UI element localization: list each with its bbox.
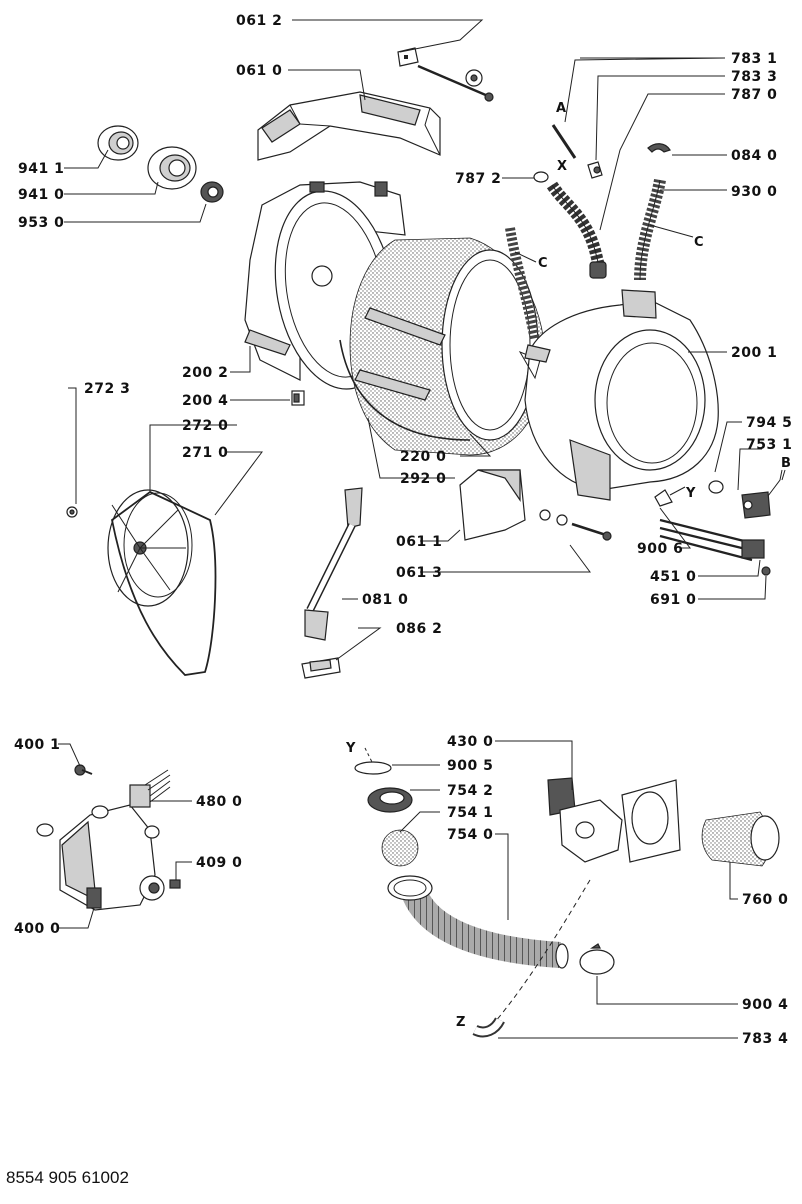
counterweight-top-part <box>257 91 441 161</box>
label-754-2: 754 2 <box>447 783 493 799</box>
bearing-small <box>97 125 139 161</box>
letter-b: B <box>781 456 791 471</box>
motor-connector <box>129 769 171 808</box>
motor-bolt <box>74 764 93 776</box>
letter-a: A <box>556 101 566 116</box>
tub-clip <box>291 390 305 406</box>
label-061-0: 061 0 <box>236 63 282 79</box>
air-tube <box>551 124 577 159</box>
label-292-0: 292 0 <box>400 471 446 487</box>
grommet <box>708 480 724 494</box>
label-783-4: 783 4 <box>742 1031 788 1047</box>
letter-c-right: C <box>694 235 704 250</box>
letter-x: X <box>557 159 567 174</box>
label-061-2: 061 2 <box>236 13 282 29</box>
label-941-1: 941 1 <box>18 161 64 177</box>
bearing-large <box>147 146 197 190</box>
sump-hose <box>387 875 569 969</box>
shock-clip <box>301 657 341 679</box>
label-783-3: 783 3 <box>731 69 777 85</box>
connection-letters: A X C C B Y Y Z <box>345 101 791 1030</box>
vent-hose <box>634 178 666 281</box>
pulley-nut <box>66 506 78 518</box>
label-272-0: 272 0 <box>182 418 228 434</box>
sump-clamp <box>354 761 392 775</box>
label-953-0: 953 0 <box>18 215 64 231</box>
label-271-0: 271 0 <box>182 445 228 461</box>
label-691-0: 691 0 <box>650 592 696 608</box>
drain-pump <box>547 777 681 863</box>
drum-pulley <box>107 489 193 607</box>
label-081-0: 081 0 <box>362 592 408 608</box>
hose-clip <box>647 143 671 153</box>
label-220-0: 220 0 <box>400 449 446 465</box>
label-941-0: 941 0 <box>18 187 64 203</box>
label-900-4: 900 4 <box>742 997 788 1013</box>
label-754-1: 754 1 <box>447 805 493 821</box>
label-787-2: 787 2 <box>455 171 501 187</box>
hose-spring-clamp <box>579 943 615 975</box>
fill-hose <box>505 227 551 363</box>
ntc-sensor <box>741 469 783 519</box>
drain-bellows <box>546 181 607 279</box>
label-900-5: 900 5 <box>447 758 493 774</box>
heater-clip <box>654 489 673 507</box>
label-760-0: 760 0 <box>742 892 788 908</box>
nozzle <box>587 161 603 179</box>
label-086-2: 086 2 <box>396 621 442 637</box>
label-200-4: 200 4 <box>182 393 228 409</box>
hose-clamp-small <box>533 171 549 183</box>
counterweight-bottom-part <box>459 469 526 541</box>
counterweight-fixing-kit <box>397 47 494 102</box>
label-061-1: 061 1 <box>396 534 442 550</box>
label-753-1: 753 1 <box>746 437 792 453</box>
label-409-0: 409 0 <box>196 855 242 871</box>
letter-z: Z <box>456 1015 465 1030</box>
vent-elbow <box>472 1017 505 1038</box>
pump-filter <box>701 811 780 867</box>
letter-c-left: C <box>538 256 548 271</box>
heater-nut <box>761 566 771 576</box>
label-272-3: 272 3 <box>84 381 130 397</box>
part-labels: 061 2 061 0 783 1 783 3 787 0 787 2 084 … <box>14 13 792 1047</box>
label-754-0: 754 0 <box>447 827 493 843</box>
bolt-and-washers <box>539 509 612 541</box>
shock-absorber <box>304 487 363 641</box>
label-200-2: 200 2 <box>182 365 228 381</box>
front-tub-half <box>518 289 719 501</box>
label-930-0: 930 0 <box>731 184 777 200</box>
label-061-3: 061 3 <box>396 565 442 581</box>
tub-gasket <box>339 339 471 441</box>
label-480-0: 480 0 <box>196 794 242 810</box>
letter-y-tub: Y <box>685 486 696 501</box>
label-451-0: 451 0 <box>650 569 696 585</box>
label-794-5: 794 5 <box>746 415 792 431</box>
document-number: 8554 905 61002 <box>6 1168 129 1187</box>
motor-plug <box>169 879 181 889</box>
shaft-seal <box>200 181 224 203</box>
label-783-1: 783 1 <box>731 51 777 67</box>
drum <box>349 237 546 456</box>
label-400-1: 400 1 <box>14 737 60 753</box>
label-787-0: 787 0 <box>731 87 777 103</box>
label-200-1: 200 1 <box>731 345 777 361</box>
sump-seal <box>367 787 413 813</box>
label-084-0: 084 0 <box>731 148 777 164</box>
letter-y-sump: Y <box>345 741 356 756</box>
label-400-0: 400 0 <box>14 921 60 937</box>
label-900-6: 900 6 <box>637 541 683 557</box>
heater-element <box>659 518 765 562</box>
motor <box>36 804 165 911</box>
ball-valve <box>381 829 419 867</box>
leader-lines <box>58 19 786 1039</box>
drive-belt <box>111 490 217 676</box>
label-430-0: 430 0 <box>447 734 493 750</box>
